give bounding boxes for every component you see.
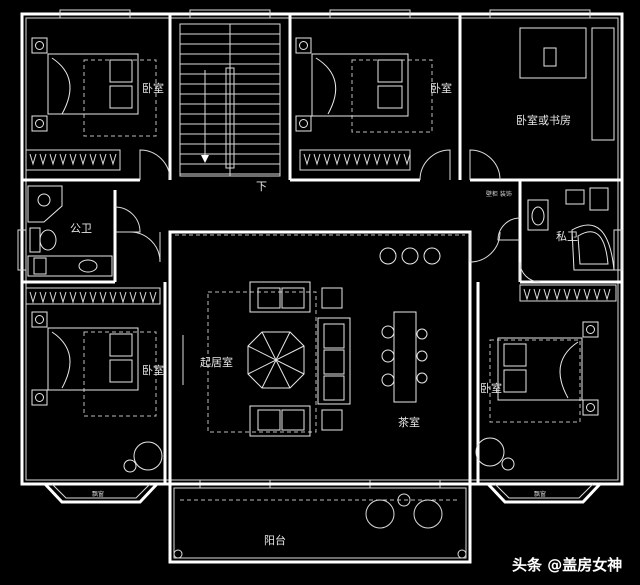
hanger-mark xyxy=(533,288,541,301)
balcony xyxy=(168,482,472,564)
hanger-mark xyxy=(29,291,37,304)
hanger-mark xyxy=(79,291,87,304)
hanger-mark xyxy=(523,288,531,301)
hanger-mark xyxy=(49,153,57,166)
bed-bottom-left xyxy=(31,311,139,406)
bay-windows xyxy=(43,482,602,504)
hanger-mark xyxy=(363,153,371,166)
hanger-mark xyxy=(109,153,117,166)
label-bedroom-study: 卧室或书房 xyxy=(516,113,571,127)
staircase xyxy=(179,23,281,177)
hanger-mark xyxy=(373,153,381,166)
hanger-mark xyxy=(553,288,561,301)
hanger-mark xyxy=(59,153,67,166)
watermark: 头条 @盖房女神 xyxy=(512,556,622,574)
hanger-mark xyxy=(29,153,37,166)
label-closet-note: 壁柜 装饰 xyxy=(486,190,512,198)
label-bedroom-bottom-right: 卧室 xyxy=(480,381,502,395)
tea-furniture xyxy=(379,247,441,403)
hanger-mark xyxy=(79,153,87,166)
hanger-mark xyxy=(343,153,351,166)
hanger-mark xyxy=(563,288,571,301)
hanger-mark xyxy=(59,291,67,304)
room-labels: 卧室 卧室 卧室或书房 公卫 私卫 起居室 茶室 卧室 卧室 阳台 飘窗 飘窗 … xyxy=(70,81,578,547)
hanger-mark xyxy=(353,153,361,166)
label-bay-window-left: 飘窗 xyxy=(92,490,104,498)
hanger-mark xyxy=(49,291,57,304)
hanger-mark xyxy=(109,291,117,304)
hanger-mark xyxy=(39,291,47,304)
bed-top-left xyxy=(31,37,139,132)
hanger-mark xyxy=(603,288,611,301)
label-living-room: 起居室 xyxy=(200,355,233,369)
label-public-bath: 公卫 xyxy=(70,222,92,235)
hanger-mark xyxy=(129,291,137,304)
hanger-mark xyxy=(149,291,157,304)
hanger-mark xyxy=(69,291,77,304)
label-bay-window-right: 飘窗 xyxy=(534,490,546,498)
hanger-mark xyxy=(99,291,107,304)
hanger-mark xyxy=(89,153,97,166)
label-bedroom-top-mid: 卧室 xyxy=(430,81,452,95)
hanger-mark xyxy=(323,153,331,166)
hanger-mark xyxy=(393,153,401,166)
label-balcony: 阳台 xyxy=(264,533,286,547)
hanger-mark xyxy=(99,153,107,166)
dashed-lines xyxy=(83,59,581,501)
hanger-mark xyxy=(303,153,311,166)
private-bath-fixtures xyxy=(527,187,615,271)
public-bath-fixtures xyxy=(27,185,113,277)
doors xyxy=(114,149,541,385)
bed-top-mid xyxy=(295,37,409,132)
hanger-mark xyxy=(333,153,341,166)
hanger-mark xyxy=(573,288,581,301)
label-tea-room: 茶室 xyxy=(398,415,420,429)
label-private-bath: 私卫 xyxy=(556,230,578,243)
label-bedroom-bottom-left: 卧室 xyxy=(142,363,164,377)
hanger-mark xyxy=(593,288,601,301)
hanger-mark xyxy=(403,153,411,166)
hanger-mark xyxy=(383,153,391,166)
hanger-mark xyxy=(139,291,147,304)
living-furniture xyxy=(207,281,351,437)
hanger-mark xyxy=(583,288,591,301)
study-furniture xyxy=(519,27,615,141)
label-stair-down: 下 xyxy=(256,180,267,193)
label-bedroom-top-left: 卧室 xyxy=(142,81,164,95)
hanger-mark xyxy=(543,288,551,301)
armchairs xyxy=(123,437,515,473)
bed-bottom-right xyxy=(497,321,599,416)
wardrobes xyxy=(25,149,617,305)
hanger-mark xyxy=(89,291,97,304)
hanger-mark xyxy=(313,153,321,166)
hanger-mark xyxy=(69,153,77,166)
hanger-mark xyxy=(119,291,127,304)
hanger-mark xyxy=(39,153,47,166)
